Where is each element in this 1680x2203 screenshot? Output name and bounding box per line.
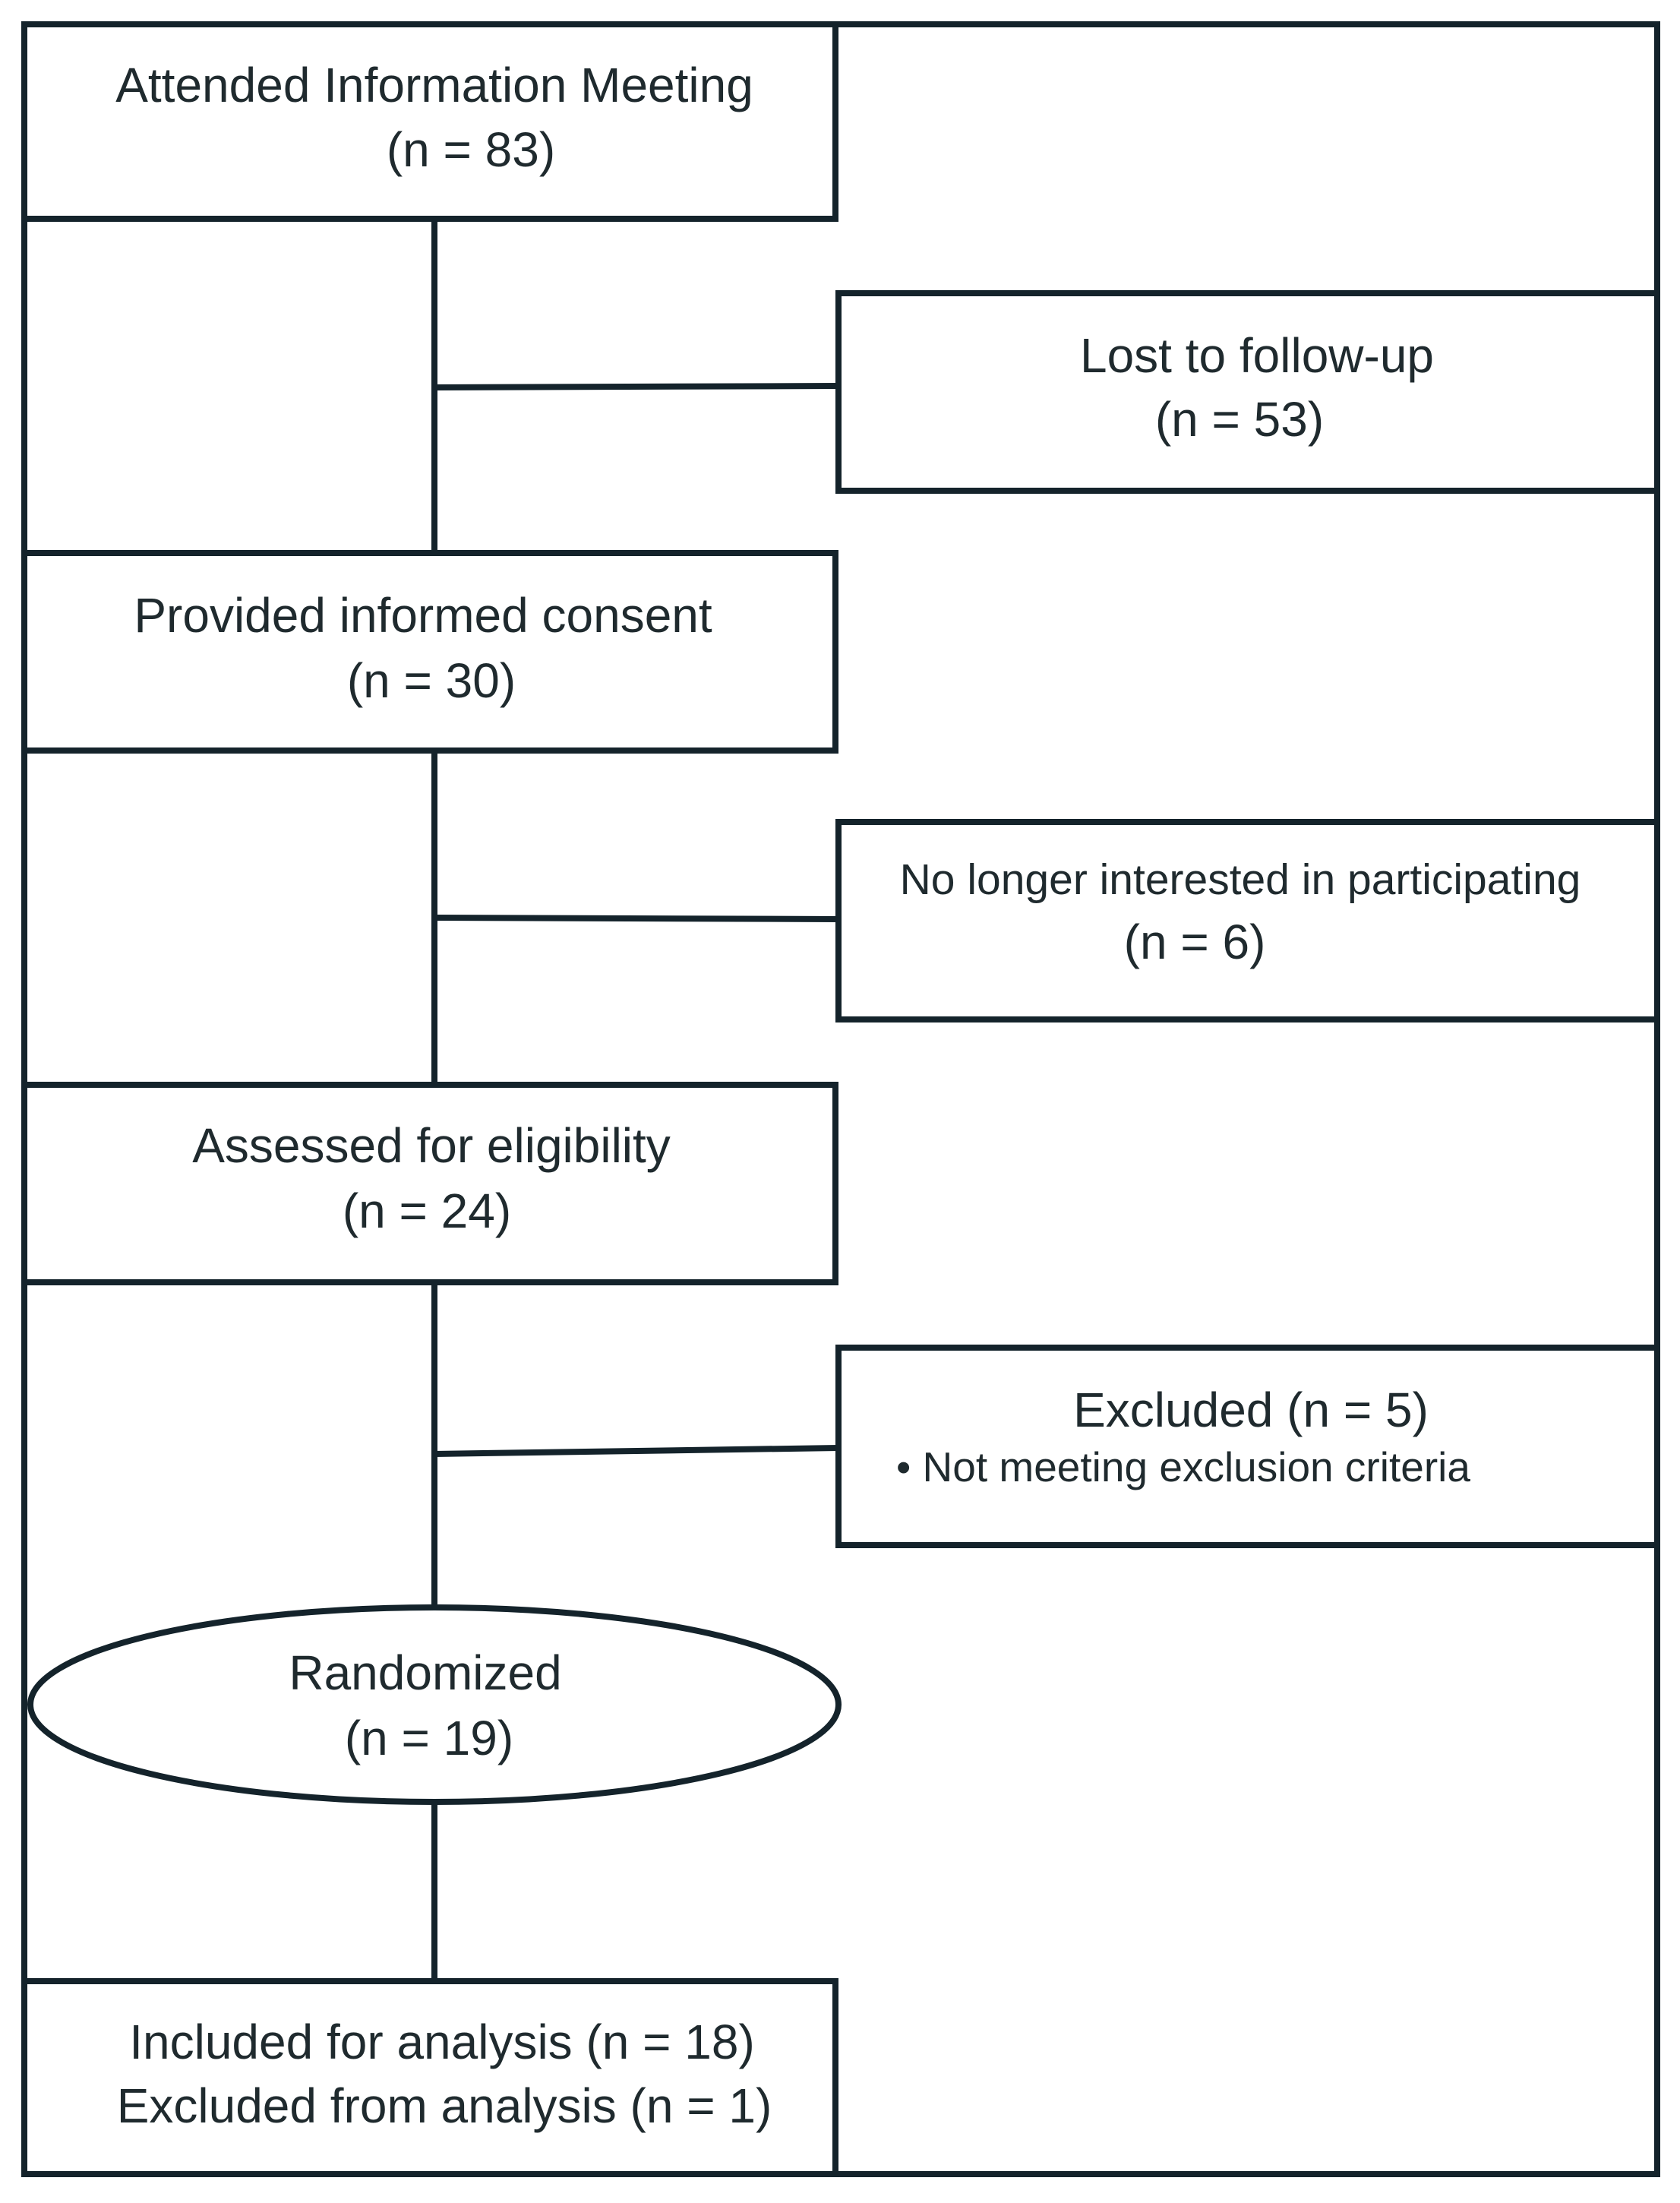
included-analysis: Included for analysis (n = 18) — [129, 2015, 755, 2069]
lost-count: (n = 53) — [1154, 392, 1325, 447]
consent-box — [21, 550, 838, 754]
assessed-label: Assessed for eligibility — [192, 1118, 671, 1173]
excluded-label: Excluded (n = 5) — [1073, 1383, 1429, 1437]
randomized-ellipse — [27, 1604, 842, 1805]
not-interested-box — [835, 819, 1660, 1022]
consent-count: (n = 30) — [346, 653, 516, 708]
excluded-reason: • Not meeting exclusion criteria — [896, 1443, 1470, 1490]
randomized-label: Randomized — [289, 1645, 562, 1700]
analysis-box — [21, 1978, 838, 2177]
lost-label: Lost to follow-up — [1079, 328, 1435, 383]
attended-box — [21, 21, 838, 222]
branch-to-excluded — [434, 1445, 839, 1457]
consent-label: Provided informed consent — [134, 588, 712, 643]
attended-count: (n = 83) — [386, 122, 556, 177]
excluded-analysis: Excluded from analysis (n = 1) — [116, 2078, 772, 2133]
not-interested-count: (n = 6) — [1123, 915, 1266, 969]
randomized-count: (n = 19) — [344, 1711, 514, 1765]
attended-label: Attended Information Meeting — [115, 58, 753, 112]
assessed-count: (n = 24) — [342, 1184, 512, 1238]
assessed-box — [21, 1082, 838, 1285]
not-interested-label: No longer interested in participating — [899, 855, 1581, 904]
branch-to-not-interested — [434, 915, 839, 922]
lost-box — [835, 290, 1660, 494]
excluded-box — [835, 1345, 1660, 1548]
branch-to-lost — [434, 383, 839, 390]
